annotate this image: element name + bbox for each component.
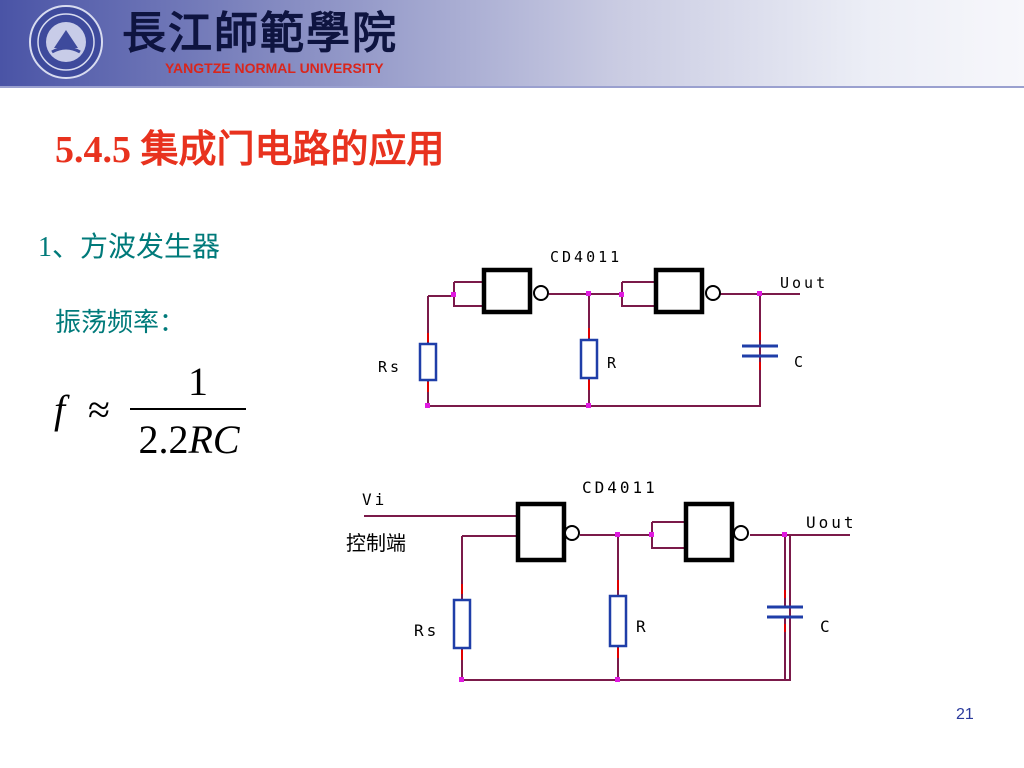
header-stripe: [0, 86, 1024, 88]
fraction-bar: [130, 408, 246, 410]
header-banner: [0, 0, 1024, 86]
uout-label-2: Uout: [806, 513, 857, 532]
resistor-r-2: [608, 594, 628, 648]
circuit-1: CD4011 Uout Rs R C: [378, 248, 828, 408]
frequency-formula: f ≈ 1 2.2RC: [40, 358, 270, 468]
chip-label-2: CD4011: [582, 478, 658, 497]
page-title: 5.4.5 集成门电路的应用: [55, 129, 445, 171]
control-terminal-label: 控制端: [346, 531, 406, 555]
nand-gate-1b: [653, 267, 705, 315]
chip-label-1: CD4011: [550, 248, 622, 266]
c-label-1: C: [794, 353, 803, 371]
rs-label-1: Rs: [378, 358, 402, 376]
university-seal-icon: [29, 5, 103, 79]
formula-denominator: 2.2RC: [138, 417, 240, 462]
r-label-2: R: [636, 617, 646, 636]
university-name-cn: 長江師範學院: [122, 8, 398, 59]
formula-op: ≈: [88, 387, 110, 432]
page-number: 21: [956, 706, 974, 723]
university-name-en: YANGTZE NORMAL UNIVERSITY: [165, 60, 384, 76]
rs-label-2: Rs: [414, 621, 439, 640]
nand-gate-2b: [683, 501, 735, 563]
section-subtitle: 1、方波发生器: [38, 232, 221, 263]
uout-label-1: Uout: [780, 274, 828, 292]
formula-numerator: 1: [188, 359, 208, 404]
resistor-rs-1: [418, 342, 438, 382]
vi-label: Vi: [362, 490, 387, 509]
resistor-r-1: [579, 338, 599, 380]
formula-lhs: f: [54, 387, 66, 432]
nand-gate-2a: [515, 501, 567, 563]
frequency-label: 振荡频率：: [55, 308, 186, 338]
university-name-calligraphy: 長江師範學院: [122, 8, 398, 59]
nand-gate-1a: [481, 267, 533, 315]
resistor-rs-2: [452, 598, 472, 650]
circuit-2: CD4011 Vi Uout Rs R C: [362, 478, 857, 682]
c-label-2: C: [820, 617, 830, 636]
r-label-1: R: [607, 354, 617, 372]
